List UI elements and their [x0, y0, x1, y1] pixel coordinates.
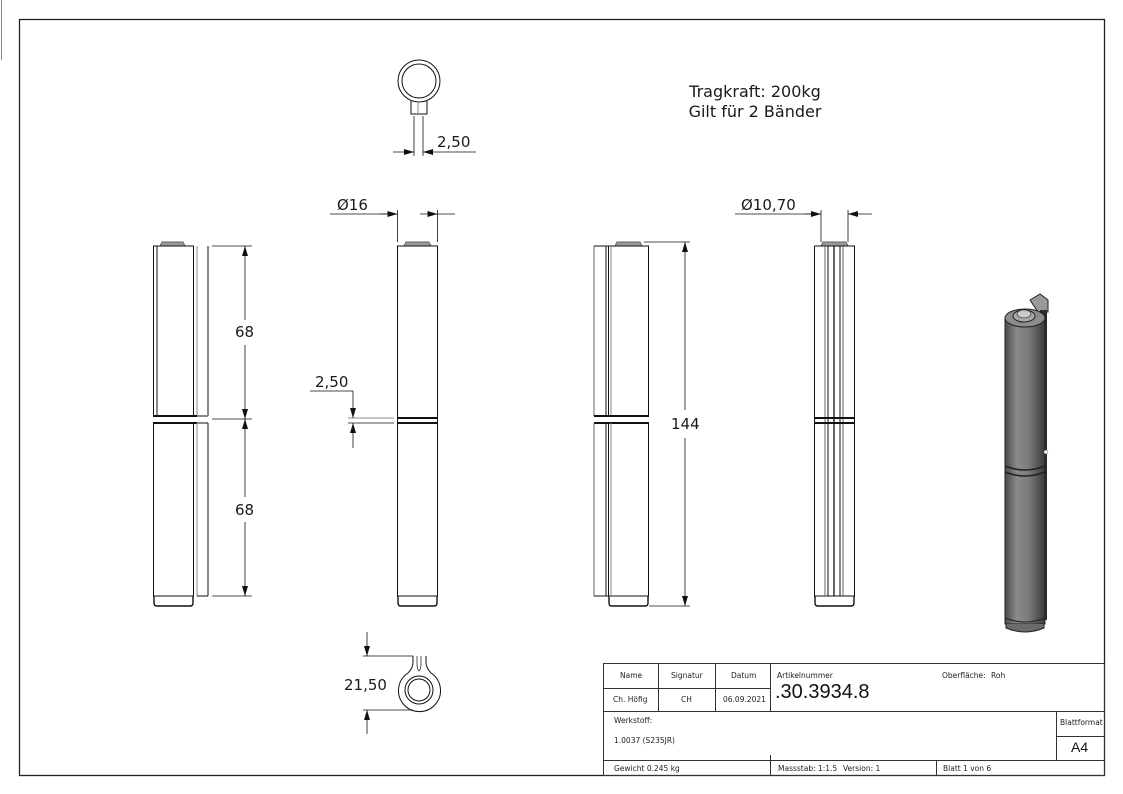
title-block	[603, 663, 1105, 776]
dim-diameter-pin: Ø10,70	[741, 196, 796, 214]
tb-material-label: Werkstoff:	[614, 716, 653, 725]
tb-sheet-number: Blatt 1 von 6	[943, 764, 992, 773]
dim-gap-height: 2,50	[315, 373, 349, 391]
front-view-1	[153, 241, 252, 607]
dim-lug-width: 2,50	[437, 133, 471, 151]
tb-signature-value: CH	[681, 695, 692, 704]
load-capacity-note: Tragkraft: 200kg	[689, 82, 821, 101]
dim-diameter-outer: Ø16	[337, 196, 368, 214]
side-view-4	[735, 210, 872, 607]
applies-to-note: Gilt für 2 Bänder	[688, 102, 822, 121]
dim-upper-length: 68	[235, 323, 255, 341]
tb-header-signature: Signatur	[671, 671, 703, 680]
tb-scale: Massstab: 1:1.5	[778, 764, 838, 773]
tb-weight: Gewicht 0.245 kg	[614, 764, 680, 773]
front-view-3	[593, 241, 690, 607]
tb-name-value: Ch. Höfig	[613, 695, 648, 704]
tb-sheet-format-label: Blattformat	[1060, 718, 1103, 727]
tb-material-value: 1.0037 (S235JR)	[614, 736, 675, 745]
tb-date-value: 06.09.2021	[723, 695, 766, 704]
tb-surface-label: Oberfläche:	[942, 671, 986, 680]
tb-article-label: Artikelnummer	[777, 671, 833, 680]
bottom-view	[363, 632, 441, 734]
tb-article-number: .30.3934.8	[775, 681, 870, 703]
isometric-view	[1004, 293, 1049, 633]
drawing-frame	[18, 18, 1106, 777]
dim-total-length: 144	[671, 415, 700, 433]
tb-version: Version: 1	[843, 764, 881, 773]
tb-surface-value: Roh	[991, 671, 1006, 680]
side-view-2	[310, 210, 455, 607]
tb-sheet-format-value: A4	[1071, 739, 1089, 755]
tb-header-name: Name	[620, 671, 643, 680]
tb-header-date: Datum	[731, 671, 757, 680]
top-view	[393, 59, 476, 156]
dim-bottom-width: 21,50	[344, 676, 387, 694]
dim-lower-length: 68	[235, 501, 255, 519]
